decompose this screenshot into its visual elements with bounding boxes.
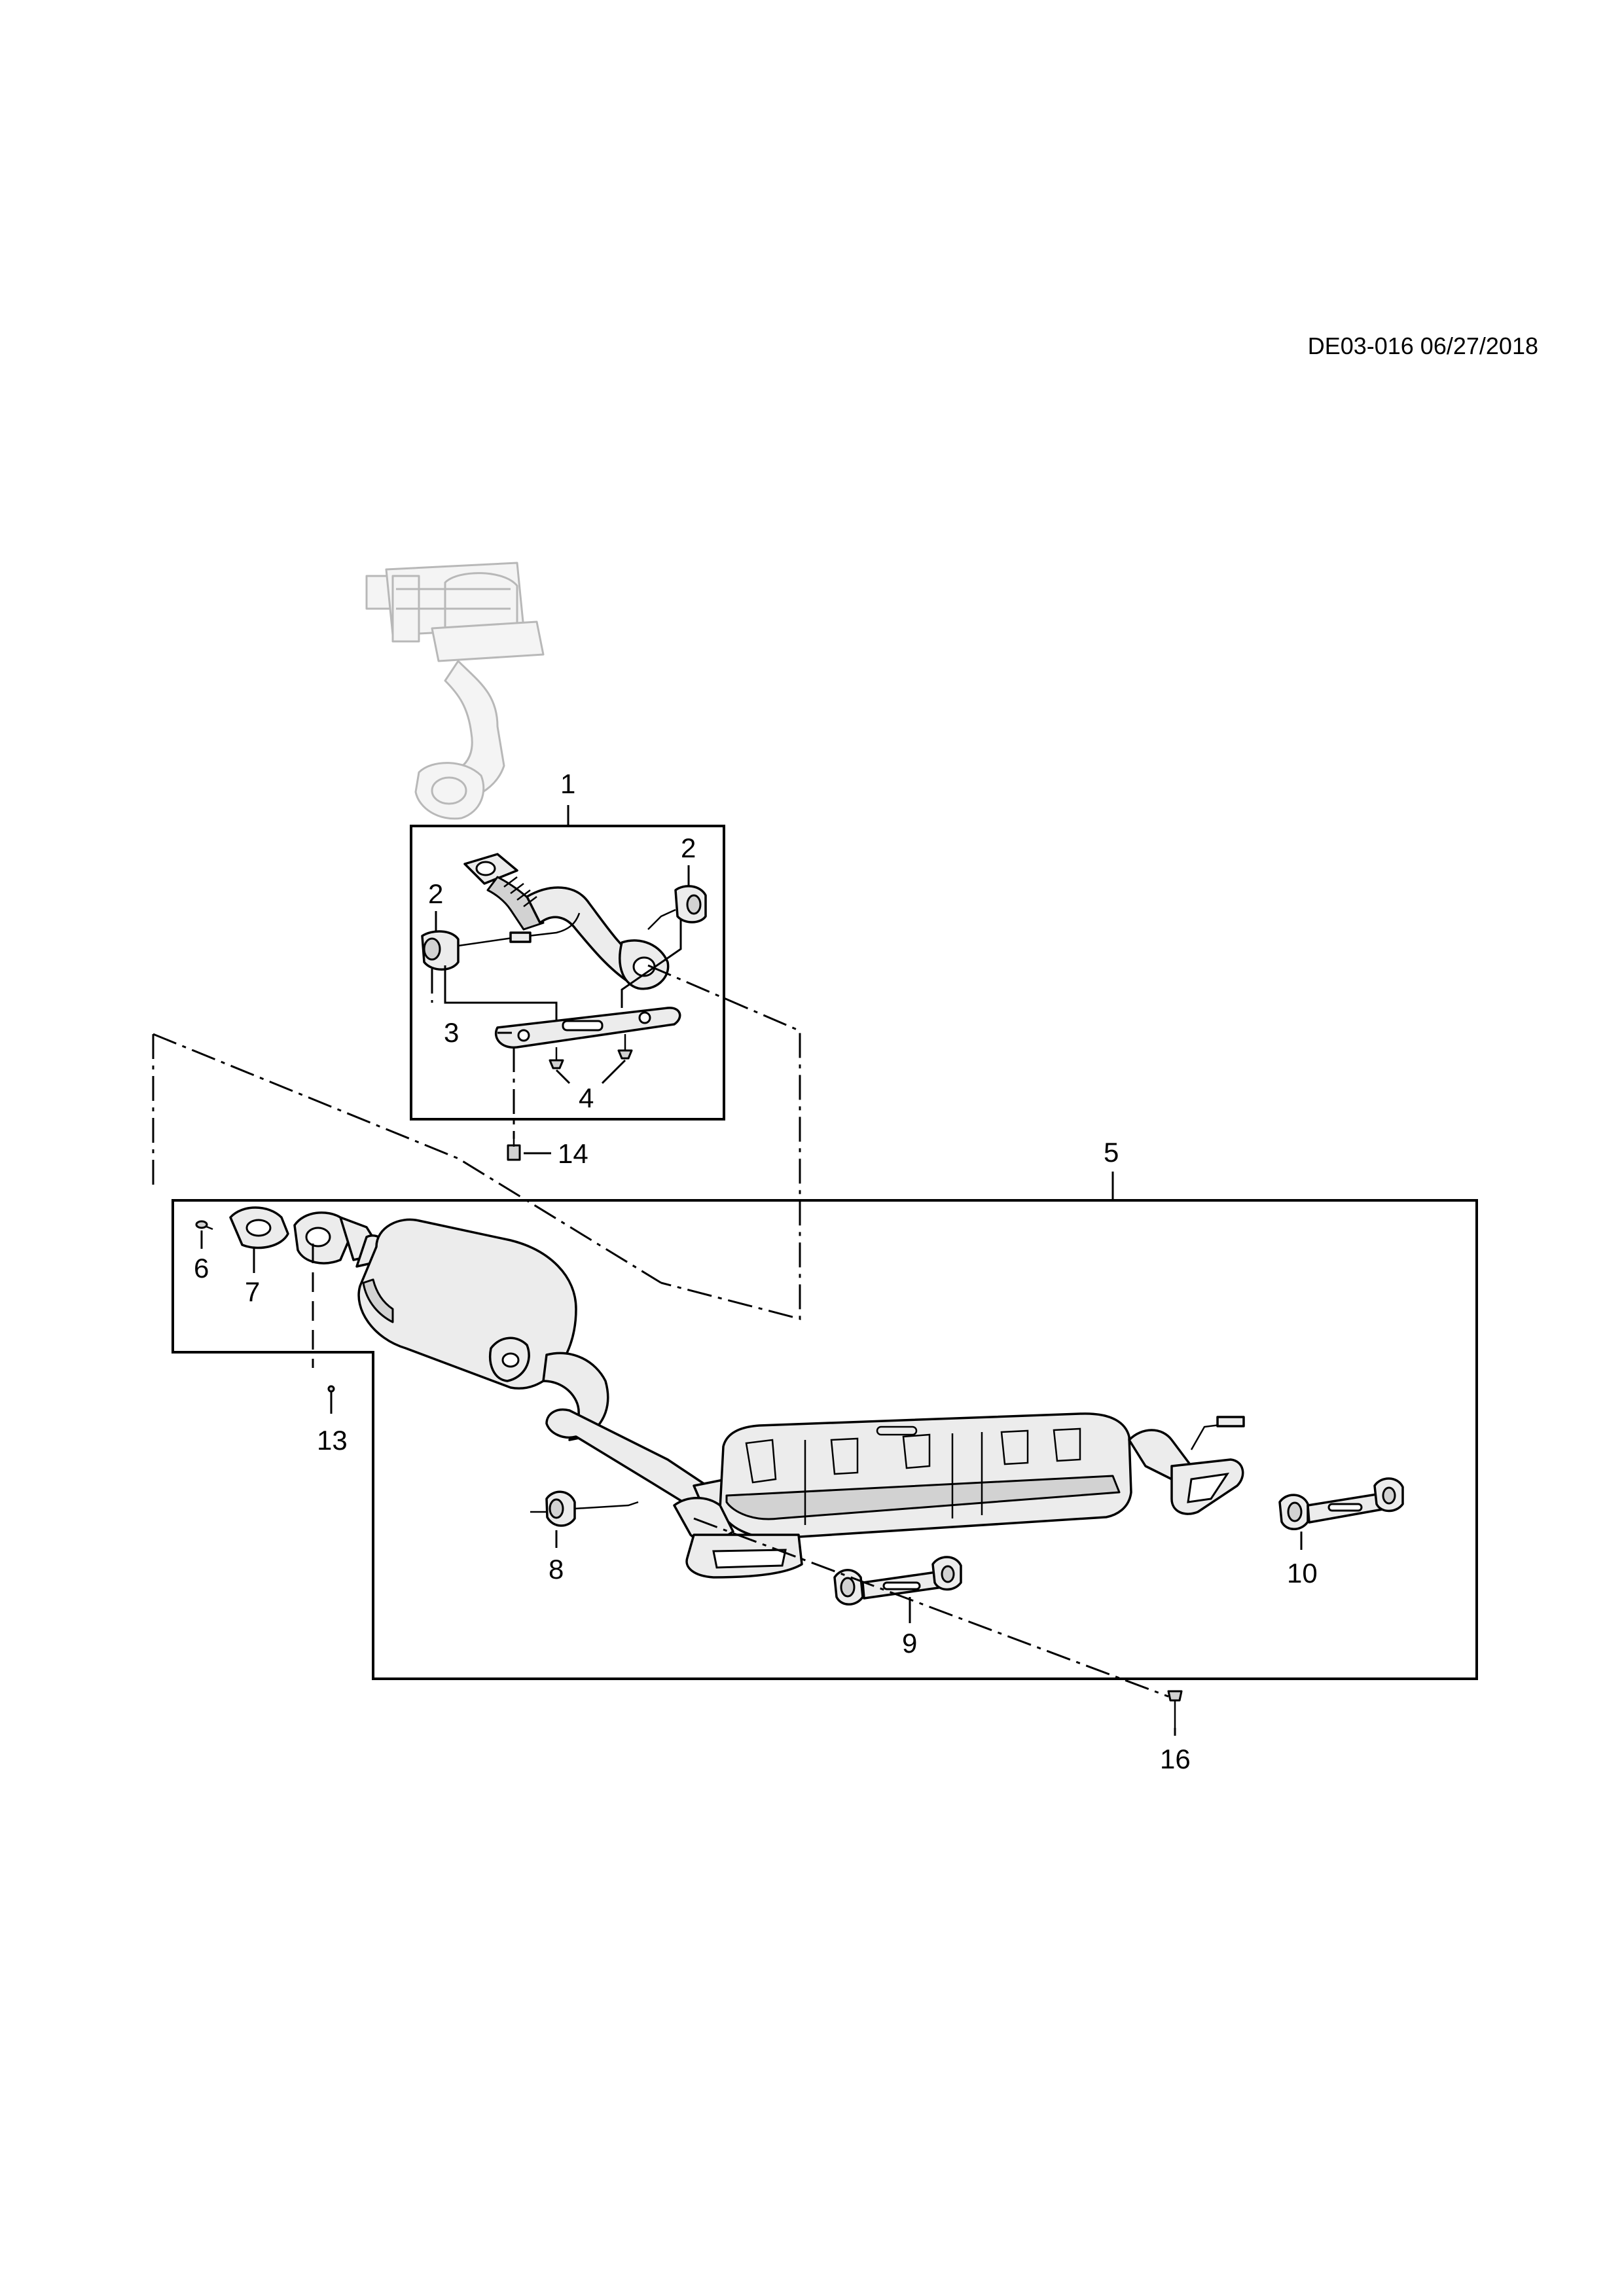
rear-hanger-right [1278,1477,1404,1530]
heat-shield [494,1007,681,1049]
left-tailpipe-tip [673,1497,803,1579]
rear-hanger-left [833,1556,962,1605]
rubber-insulator-front [530,1490,639,1527]
oxygen-sensor-right [647,885,707,930]
diagram-reference-label: DE03-016 06/27/2018 [1307,332,1538,359]
callout-16: 16 [1160,1744,1191,1774]
callout-3: 3 [444,1017,459,1048]
callout-8: 8 [549,1554,564,1585]
upstream-downpipe-ghost [365,562,545,820]
right-tailpipe-tip [1128,1416,1245,1515]
front-muffler [357,1218,577,1390]
callout-1: 1 [560,768,575,799]
exhaust-gasket [229,1206,289,1249]
callout-14: 14 [558,1138,588,1169]
rear-muffler [719,1412,1132,1539]
heat-shield-nut-left [549,1047,564,1069]
callout-4: 4 [579,1083,594,1113]
rear-hanger-bolt [1167,1690,1183,1728]
intermediate-pipe [542,1352,734,1510]
oxygen-sensor-left [421,912,581,971]
callout-2-right: 2 [681,833,696,863]
heat-shield-nut-right [617,1034,633,1060]
assembly-box-1 [410,825,725,1121]
callout-9: 9 [902,1628,917,1659]
front-exhaust-pipe [463,853,670,990]
callout-2-left: 2 [428,878,443,909]
callout-13: 13 [317,1425,348,1456]
callout-6: 6 [194,1253,209,1283]
front-resonator-pipe [293,1211,389,1268]
front-hanger-bolt [327,1385,335,1393]
callout-10: 10 [1287,1558,1318,1588]
assembly-box-5 [171,1199,1478,1680]
callout-5: 5 [1104,1137,1119,1168]
heat-shield-bolt [507,1136,521,1161]
gasket-bolt [195,1220,213,1230]
callout-7: 7 [245,1276,260,1307]
